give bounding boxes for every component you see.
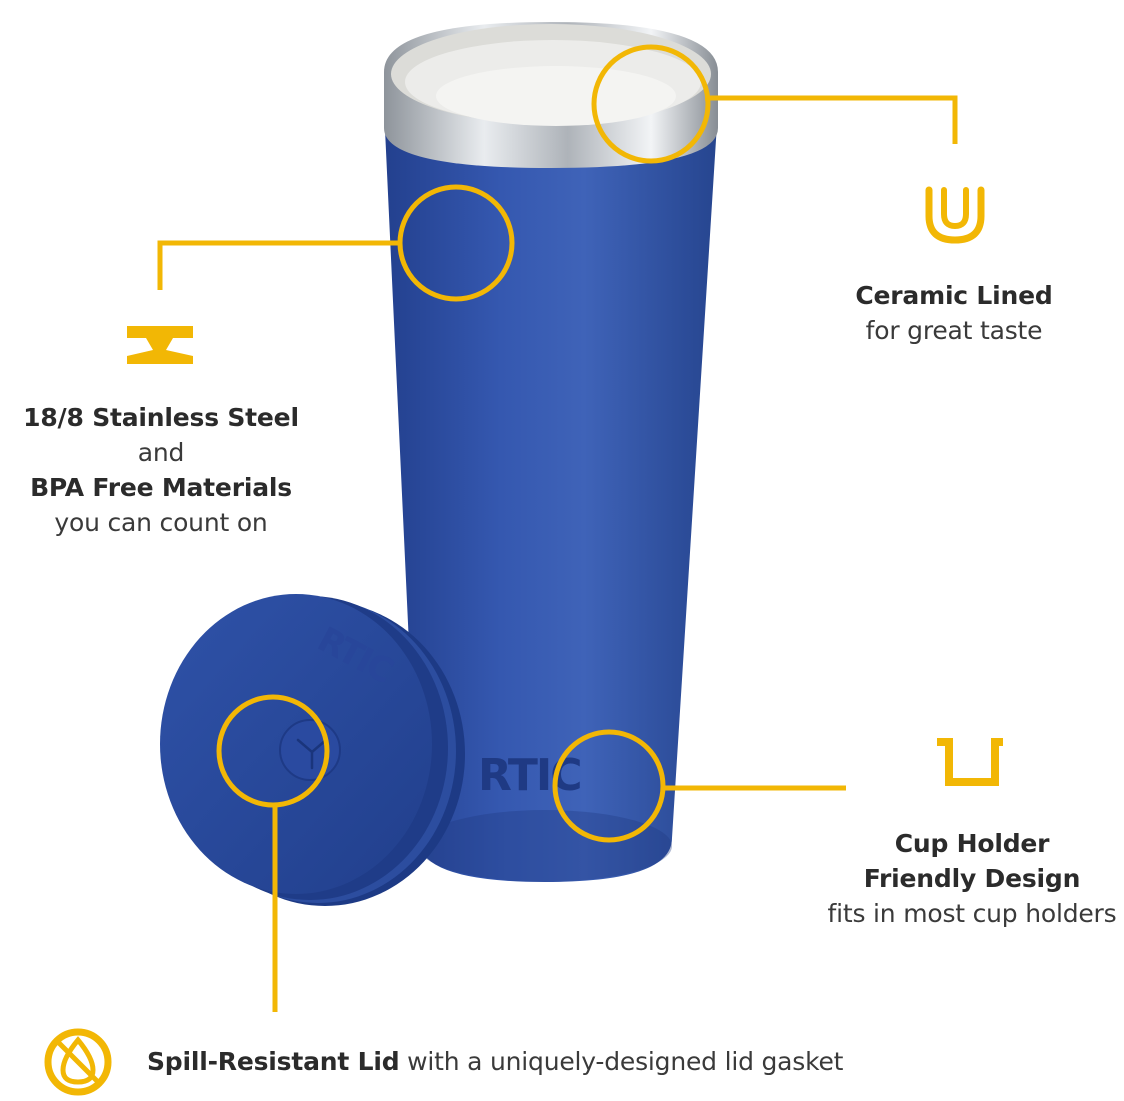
- steel-line2-bold: BPA Free Materials: [30, 473, 292, 502]
- feature-ceramic-label: Ceramic Lined for great taste: [804, 278, 1104, 348]
- ceramic-cup-icon: [925, 186, 985, 244]
- cup-holder-icon: [937, 738, 1003, 786]
- lid-valve-slit: [296, 738, 328, 770]
- ceramic-subtitle: for great taste: [865, 316, 1043, 345]
- ceramic-title: Ceramic Lined: [855, 281, 1053, 310]
- cup-line2: Friendly Design: [863, 864, 1081, 893]
- callout-line-ceramic: [705, 95, 958, 144]
- callouts: [157, 44, 958, 1012]
- callout-line-steel: [157, 240, 400, 290]
- steel-line3: you can count on: [54, 508, 268, 537]
- steel-line1-rest: and: [137, 438, 185, 467]
- cup-line1: Cup Holder: [894, 829, 1050, 858]
- feature-cup-holder-label: Cup Holder Friendly Design fits in most …: [812, 826, 1124, 931]
- feature-steel-label: 18/8 Stainless Steel and BPA Free Materi…: [0, 400, 322, 540]
- cup-line3: fits in most cup holders: [827, 899, 1117, 928]
- lid-bold: Spill-Resistant Lid: [147, 1047, 400, 1076]
- steel-line1-bold: 18/8 Stainless Steel: [23, 403, 299, 432]
- anvil-icon: [127, 326, 193, 364]
- tumbler-base-shadow: [418, 810, 672, 882]
- spill-resistant-icon: [44, 1028, 112, 1096]
- feature-lid-label: Spill-Resistant Lid with a uniquely-desi…: [147, 1044, 1047, 1079]
- callout-circle-ceramic: [591, 44, 711, 164]
- tumbler-inner-bottom: [436, 66, 676, 126]
- tumbler-body: [384, 108, 718, 882]
- lid-rest: with a uniquely-designed lid gasket: [399, 1047, 844, 1076]
- tumbler: RTIC: [384, 22, 718, 882]
